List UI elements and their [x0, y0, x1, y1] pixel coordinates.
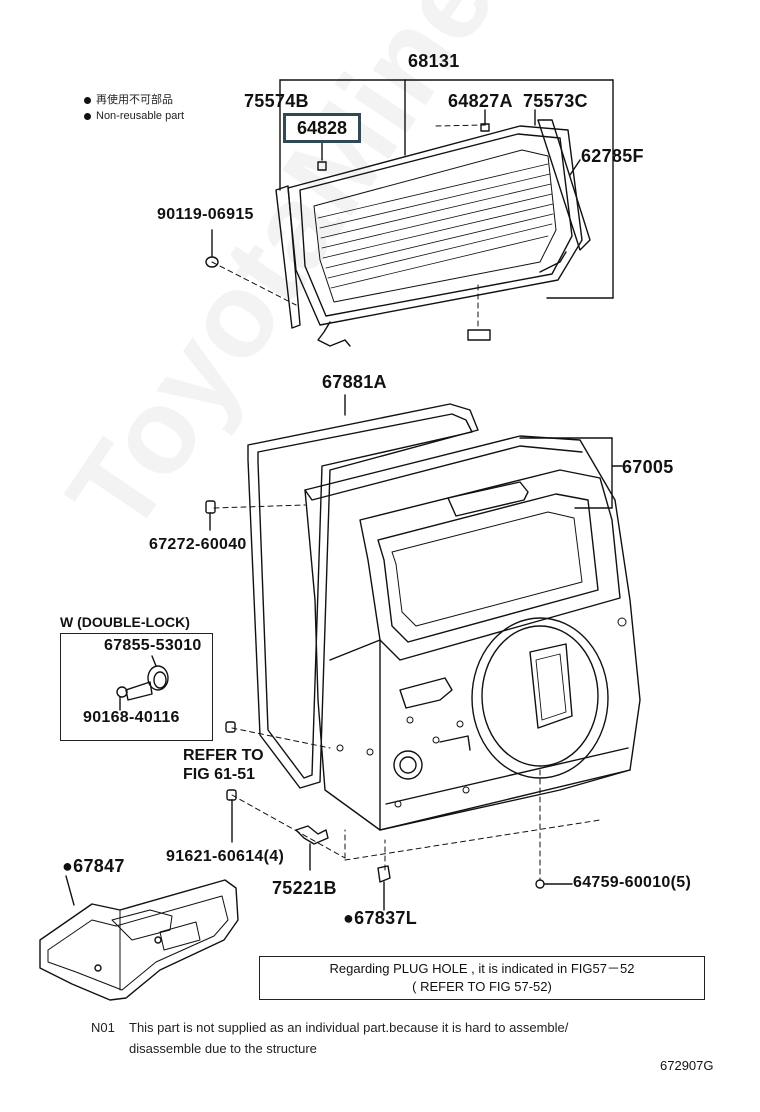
spare-tire-recess — [471, 617, 609, 779]
clip-90119-icon — [205, 229, 219, 268]
cushion-67272-icon — [205, 500, 216, 531]
legend-en: Non-reusable part — [96, 110, 185, 122]
part-64828-highlighted[interactable]: 64828 — [283, 113, 361, 143]
trim-panel-67847 — [39, 875, 239, 1001]
part-67847[interactable]: ●67847 — [62, 856, 125, 876]
weatherstrip-67881a — [247, 403, 479, 789]
bolt-91621-icon — [226, 789, 237, 843]
inset-title: W (DOUBLE-LOCK) — [60, 614, 190, 630]
non-reusable-dot-icon — [84, 112, 91, 120]
note-line2: disassemble due to the structure — [129, 1041, 317, 1056]
note-code: N01 — [91, 1020, 115, 1035]
part-67855-53010[interactable]: 67855-53010 — [104, 637, 202, 654]
notice-line1: Regarding PLUG HOLE , it is indicated in… — [329, 961, 635, 976]
rear-window-glass — [287, 125, 583, 326]
refer-line1: REFER TO — [183, 747, 264, 764]
glass-wire-harness — [317, 251, 567, 347]
part-91621-60614[interactable]: 91621-60614(4) — [166, 848, 285, 865]
leader-67005 — [519, 437, 623, 509]
part-62785f[interactable]: 62785F — [581, 146, 644, 166]
clip-67837l-icon — [377, 865, 391, 911]
double-lock-assembly-icon — [116, 655, 169, 711]
part-64759-60010[interactable]: 64759-60010(5) — [573, 874, 692, 891]
refer-fig-61-51[interactable]: REFER TO FIG 61-51 — [183, 746, 264, 784]
glass-molding-left — [275, 185, 301, 329]
footnote-n01: N01 This part is not supplied as an indiv… — [91, 1017, 568, 1059]
plug-hole-notice: Regarding PLUG HOLE , it is indicated in… — [259, 956, 705, 1000]
stop-cushion-icon — [225, 721, 236, 733]
high-mount-stop-lamp — [447, 481, 529, 517]
part-67881a[interactable]: 67881A — [322, 372, 387, 392]
bracket-75221b-icon — [295, 825, 329, 871]
clip-64827a-icon — [480, 123, 490, 132]
part-75573c[interactable]: 75573C — [523, 91, 588, 111]
part-64827a[interactable]: 64827A — [448, 91, 513, 111]
glass-tag — [467, 329, 491, 341]
clip-64828-icon — [317, 161, 327, 171]
diagram-code: 672907G — [660, 1058, 714, 1073]
notice-line2[interactable]: ( REFER TO FIG 57-52) — [412, 979, 552, 994]
part-67005[interactable]: 67005 — [622, 457, 674, 477]
part-90119-06915[interactable]: 90119-06915 — [157, 206, 254, 223]
leader-68131 — [279, 79, 614, 299]
double-lock-inset: 67855-53010 90168-40116 — [60, 633, 213, 741]
part-67837l[interactable]: ●67837L — [343, 908, 418, 928]
part-67272-60040[interactable]: 67272-60040 — [149, 536, 247, 553]
plug-64759-icon — [535, 879, 573, 889]
part-90168-40116[interactable]: 90168-40116 — [83, 709, 180, 726]
glass-molding-right — [537, 119, 591, 251]
part-75574b[interactable]: 75574B — [244, 91, 309, 111]
door-handle-area — [393, 677, 471, 780]
non-reusable-dot-icon — [84, 96, 91, 104]
part-75221b[interactable]: 75221B — [272, 878, 337, 898]
part-68131[interactable]: 68131 — [408, 51, 460, 71]
legend: 再使用不可部品 Non-reusable part — [84, 92, 184, 124]
back-door-panel — [304, 435, 641, 831]
note-line1: This part is not supplied as an individu… — [129, 1020, 569, 1035]
legend-jp: 再使用不可部品 — [96, 94, 173, 106]
refer-line2: FIG 61-51 — [183, 766, 256, 783]
